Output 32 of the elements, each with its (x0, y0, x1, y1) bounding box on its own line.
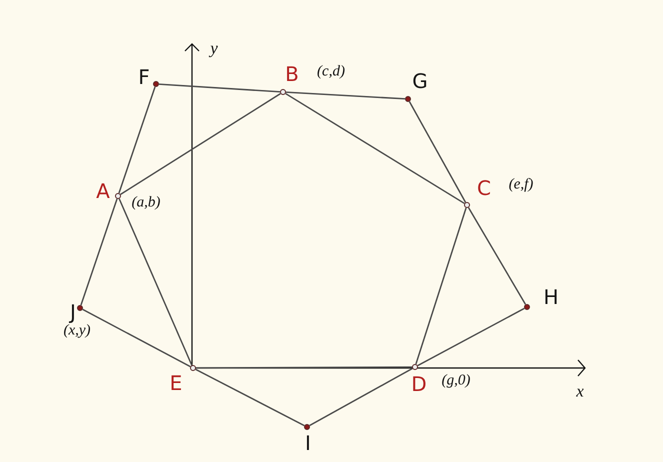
line-segment (285, 92, 465, 204)
line-segment (120, 93, 281, 195)
line-segment (118, 198, 192, 366)
line-segment (415, 208, 467, 364)
point-label: J (70, 302, 76, 322)
point-label: H (543, 287, 559, 307)
coordinate-label: (e,f) (508, 178, 534, 192)
point-label: B (285, 64, 299, 84)
axis-label: y (210, 40, 218, 56)
line-segment (408, 101, 466, 203)
line-segment (309, 368, 413, 426)
axis-label: x (576, 382, 584, 400)
line-segment (196, 366, 412, 369)
point-label: C (477, 178, 491, 198)
coordinate-label: (x,y) (63, 324, 91, 338)
point-label: D (411, 374, 427, 394)
coordinate-label: (a,b) (132, 196, 160, 210)
line-segment (417, 308, 525, 366)
coordinate-label: (c,d) (317, 64, 345, 80)
line-segment (118, 86, 156, 194)
point-label: E (170, 373, 182, 393)
line-segment (286, 91, 406, 100)
point-label: F (138, 67, 150, 87)
point-label: A (96, 181, 110, 201)
coordinate-label: (g,0) (442, 374, 470, 388)
line-segment (468, 207, 526, 305)
line-segment (195, 368, 305, 426)
line-segment (82, 308, 191, 368)
line-segment (158, 84, 280, 92)
line-segment (80, 198, 118, 306)
point-label: G (412, 71, 428, 91)
point-label: I (305, 433, 311, 453)
